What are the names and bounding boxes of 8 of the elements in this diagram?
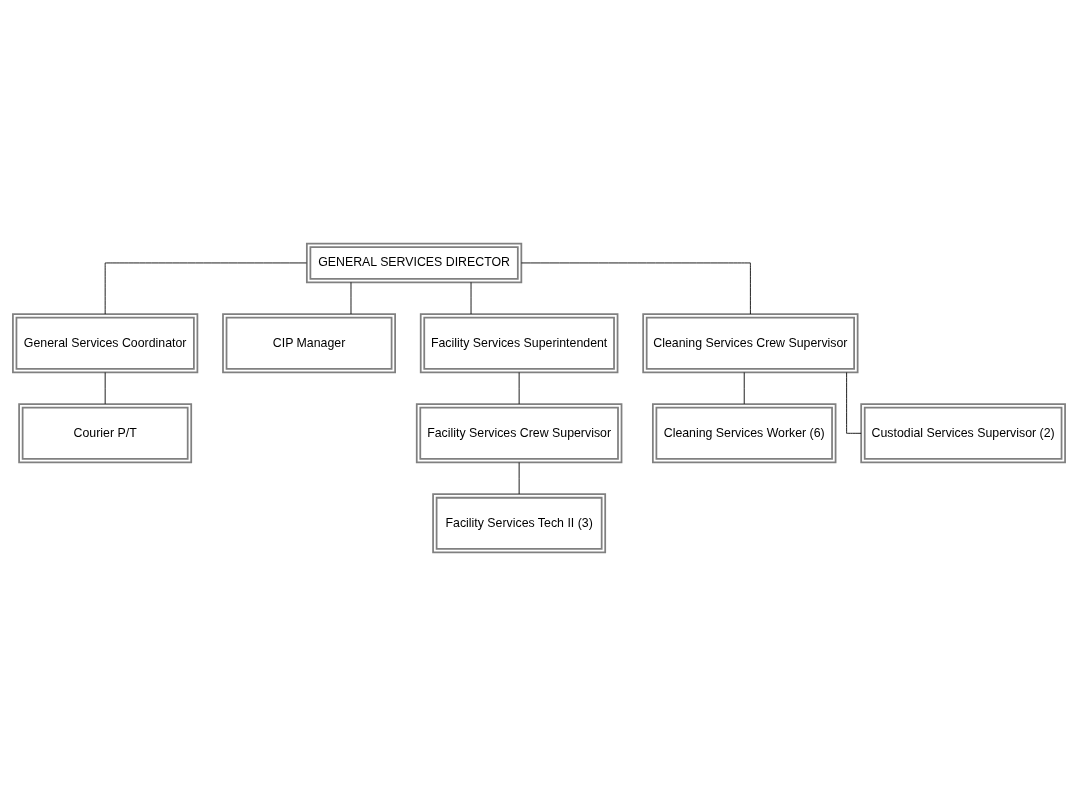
connector (470, 281, 472, 314)
connector (104, 371, 106, 404)
connector (743, 371, 745, 404)
connector (518, 461, 520, 494)
connector (521, 262, 751, 314)
connector (518, 371, 520, 404)
connector (104, 262, 307, 314)
connector (846, 371, 862, 434)
